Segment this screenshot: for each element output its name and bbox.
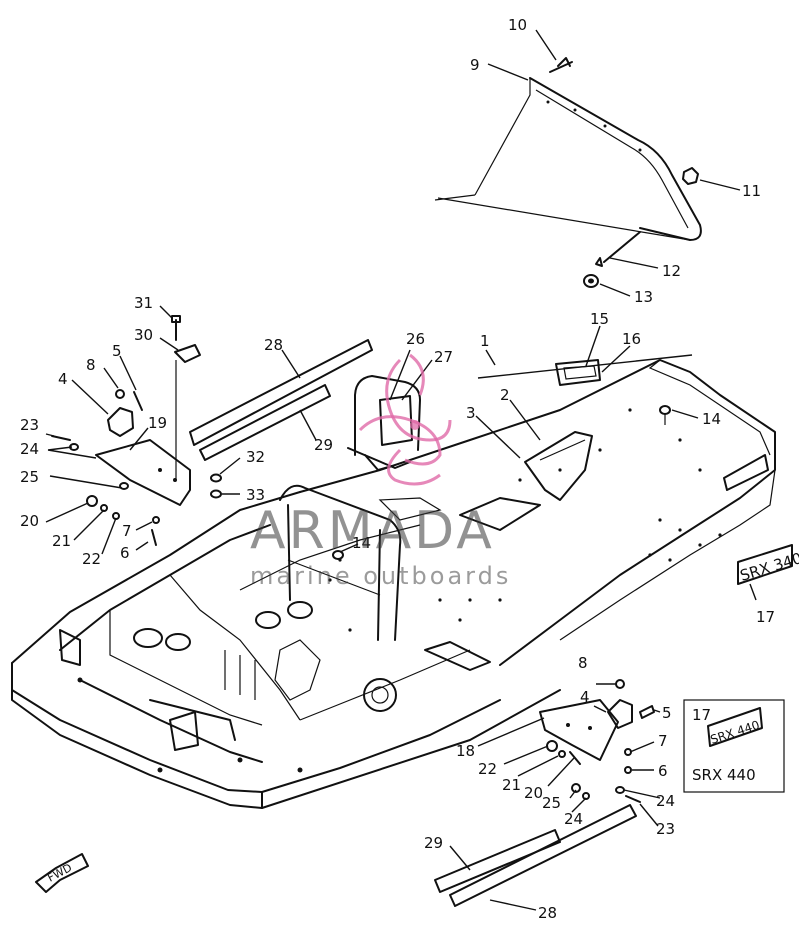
callout-23b: 23 bbox=[656, 820, 675, 838]
windshield-screw bbox=[595, 231, 641, 267]
callout-28b: 28 bbox=[538, 904, 557, 922]
callout-4a: 4 bbox=[58, 370, 68, 388]
callout-16: 16 bbox=[622, 330, 641, 348]
callout-32: 32 bbox=[246, 448, 265, 466]
decal-srx340: SRX 340 bbox=[737, 544, 799, 585]
callout-24b: 24 bbox=[656, 792, 675, 810]
watermark-logo bbox=[358, 353, 452, 486]
callout-5a: 5 bbox=[112, 342, 122, 360]
callout-9: 9 bbox=[470, 56, 480, 74]
callout-14b: 14 bbox=[352, 534, 371, 552]
callout-6a: 6 bbox=[120, 544, 130, 562]
runner-strip-top bbox=[189, 339, 373, 461]
callout-7b: 7 bbox=[658, 732, 668, 750]
callout-23a: 23 bbox=[20, 416, 39, 434]
callout-1: 1 bbox=[480, 332, 490, 350]
callout-27: 27 bbox=[434, 348, 453, 366]
runner-strip-bottom bbox=[434, 804, 637, 907]
callout-6b: 6 bbox=[658, 762, 668, 780]
windshield-pin bbox=[549, 57, 573, 73]
callout-22a: 22 bbox=[82, 550, 101, 568]
callout-13: 13 bbox=[634, 288, 653, 306]
decal-panel-16 bbox=[723, 454, 769, 491]
callout-24a: 24 bbox=[20, 440, 39, 458]
decal-srx340-text: SRX 340 bbox=[738, 549, 799, 585]
callout-2: 2 bbox=[500, 386, 510, 404]
callout-24c: 24 bbox=[564, 810, 583, 828]
callout-11: 11 bbox=[742, 182, 761, 200]
callout-19: 19 bbox=[148, 414, 167, 432]
callout-29b: 29 bbox=[424, 834, 443, 852]
callout-4b: 4 bbox=[580, 688, 590, 706]
callout-29a: 29 bbox=[314, 436, 333, 454]
cowl-panel bbox=[524, 431, 593, 501]
windshield bbox=[434, 77, 702, 241]
callout-22b: 22 bbox=[478, 760, 497, 778]
decal-panel-15 bbox=[555, 359, 601, 386]
inset-callout: 17 bbox=[692, 706, 711, 724]
callout-20a: 20 bbox=[20, 512, 39, 530]
leader-lines bbox=[45, 29, 757, 911]
callout-21a: 21 bbox=[52, 532, 71, 550]
callout-26: 26 bbox=[406, 330, 425, 348]
fwd-arrow: FWD bbox=[35, 853, 89, 893]
step-bracket-right bbox=[539, 679, 655, 803]
callout-labels: 10 9 11 12 13 1 2 3 15 16 14 14 17 26 27… bbox=[20, 16, 775, 922]
callout-15: 15 bbox=[590, 310, 609, 328]
callout-25a: 25 bbox=[20, 468, 39, 486]
callout-25b: 25 bbox=[542, 794, 561, 812]
watermark-tagline: marine outboards bbox=[250, 562, 511, 590]
callout-31: 31 bbox=[134, 294, 153, 312]
step-bracket-left bbox=[51, 315, 222, 546]
windshield-washer bbox=[583, 274, 599, 288]
inset-caption: SRX 440 bbox=[692, 766, 756, 784]
callout-8b: 8 bbox=[578, 654, 588, 672]
nut-14 bbox=[332, 405, 671, 560]
callout-20b: 20 bbox=[524, 784, 543, 802]
watermark-brand: ARMADA bbox=[250, 501, 495, 561]
callout-12: 12 bbox=[662, 262, 681, 280]
srx440-inset: SRX 440 17 SRX 440 bbox=[683, 699, 785, 793]
callout-28a: 28 bbox=[264, 336, 283, 354]
callout-33: 33 bbox=[246, 486, 265, 504]
callout-7a: 7 bbox=[122, 522, 132, 540]
frame-body bbox=[11, 359, 776, 809]
callout-30: 30 bbox=[134, 326, 153, 344]
callout-18: 18 bbox=[456, 742, 475, 760]
callout-5b: 5 bbox=[662, 704, 672, 722]
callout-3: 3 bbox=[466, 404, 476, 422]
callout-21b: 21 bbox=[502, 776, 521, 794]
callout-14a: 14 bbox=[702, 410, 721, 428]
windshield-nut bbox=[682, 167, 699, 185]
callout-10: 10 bbox=[508, 16, 527, 34]
callout-8a: 8 bbox=[86, 356, 96, 374]
callout-17a: 17 bbox=[756, 608, 775, 626]
watermark: ARMADA marine outboards bbox=[250, 353, 511, 590]
